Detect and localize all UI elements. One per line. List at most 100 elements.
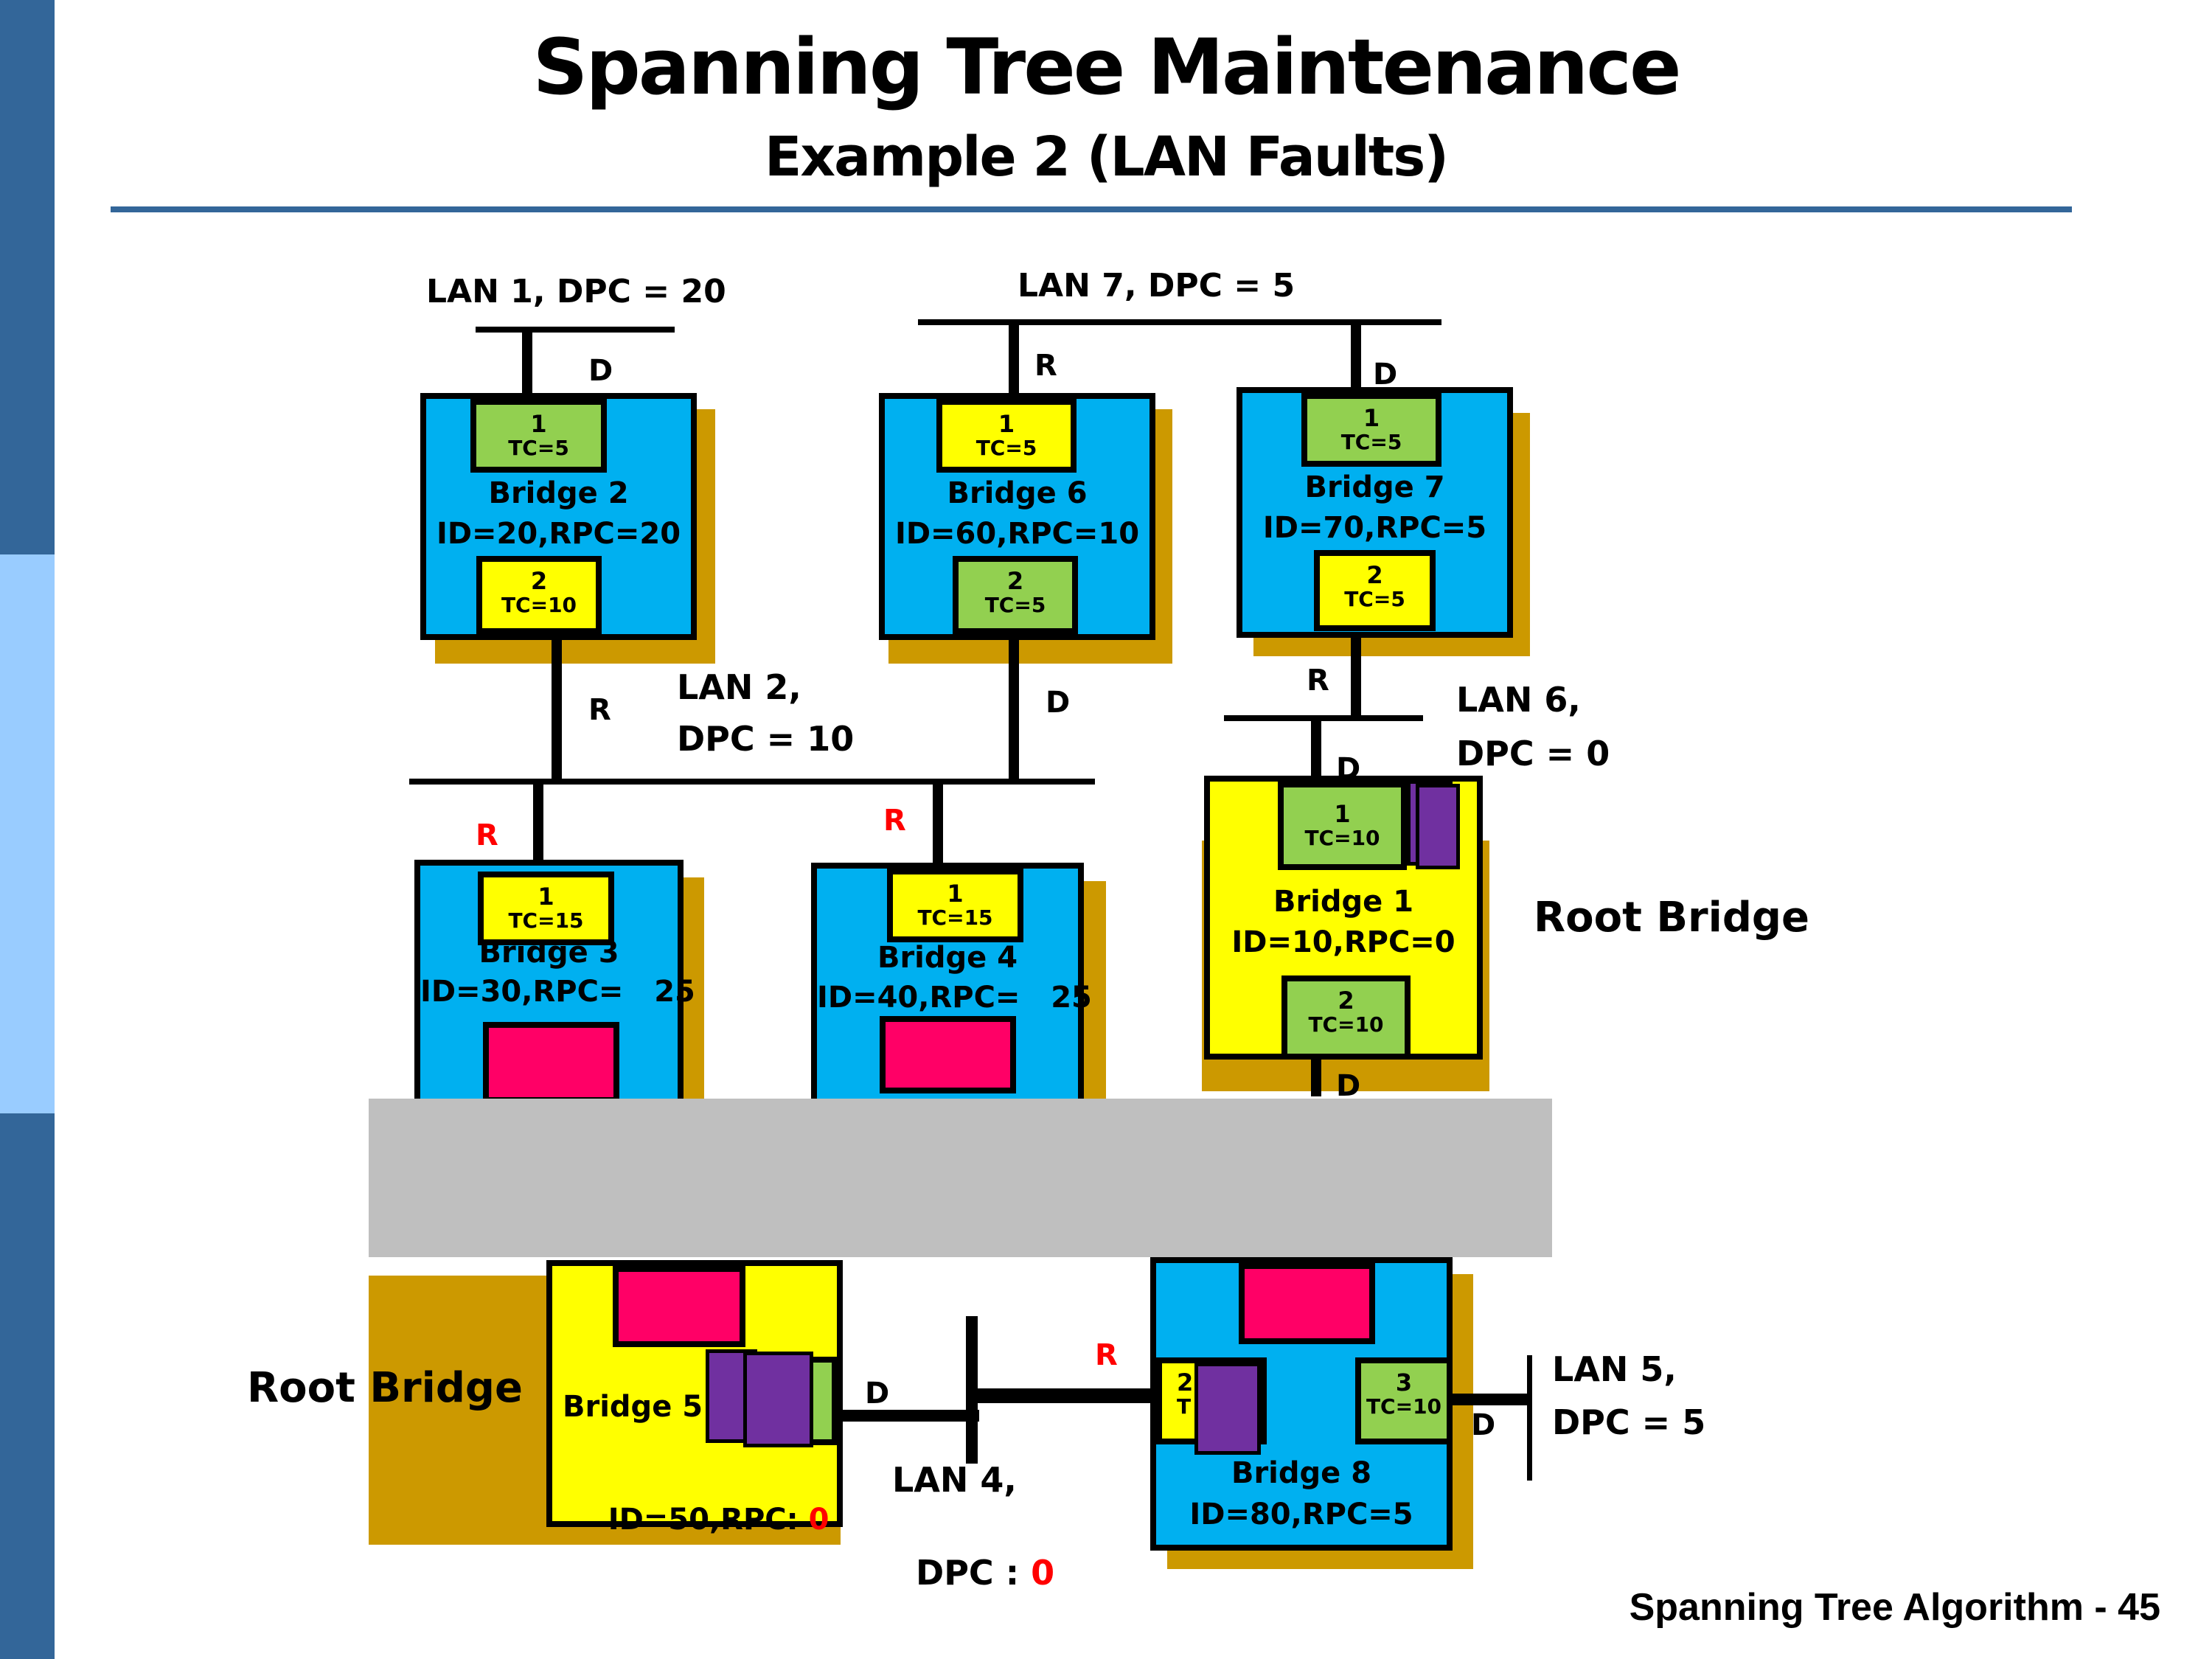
lan4-label-line1: LAN 4, — [892, 1460, 1017, 1500]
b6-port-1[interactable]: 1 TC=5 — [936, 399, 1077, 473]
lan2-label-line1: LAN 2, — [677, 667, 801, 707]
b2-name: Bridge 2 — [488, 476, 629, 510]
b5-root-marker-icon — [743, 1352, 813, 1447]
port-tc: TC=15 — [508, 908, 584, 933]
b5-info-prefix: ID=50,RPC: — [608, 1503, 809, 1537]
b2-port-2[interactable]: 2 TC=10 — [476, 556, 602, 634]
lan2-label-line2: DPC = 10 — [677, 719, 855, 759]
b5-info: ID=50,RPC: 0 — [567, 1469, 852, 1571]
b5-lan4-link — [838, 1410, 979, 1422]
b3-port-failed[interactable] — [483, 1022, 619, 1103]
lan2-segment — [409, 779, 1095, 785]
b1-port-2[interactable]: 2 TC=10 — [1281, 975, 1411, 1060]
port-tc: TC=10 — [1308, 1012, 1384, 1037]
lan5-label-line2: DPC = 5 — [1552, 1402, 1706, 1442]
b8-p3-role: D — [1471, 1408, 1496, 1442]
lan1-segment — [476, 327, 675, 333]
slide-footer: Spanning Tree Algorithm - 45 — [1629, 1586, 2160, 1629]
bridge-5[interactable]: Bridge 5 ID=50,RPC: 0 — [546, 1260, 843, 1537]
lan4-dpc-value: 0 — [1031, 1553, 1055, 1593]
port-tc: TC=5 — [1340, 429, 1402, 454]
slide-title: Spanning Tree Maintenance — [532, 22, 1681, 112]
lan5-label-line1: LAN 5, — [1552, 1349, 1677, 1389]
port-tc: TC=5 — [1344, 586, 1405, 611]
b5-port-failed[interactable] — [613, 1266, 745, 1347]
b6-p1-role: R — [1034, 349, 1057, 383]
port-tc: TC=10 — [1304, 825, 1380, 850]
port-number: 3 — [1395, 1368, 1413, 1397]
port-number: 1 — [1363, 404, 1380, 432]
port-tc: TC=15 — [917, 905, 993, 930]
b1-p1-link — [1311, 718, 1321, 783]
b7-p1-role: D — [1373, 358, 1398, 392]
lan6-label-line2: DPC = 0 — [1456, 734, 1610, 773]
sidebar-top — [0, 0, 55, 554]
lan4-segment — [966, 1316, 978, 1464]
b4-info: ID=40,RPC= 25 — [817, 981, 1092, 1015]
port-tc: TC=5 — [975, 435, 1037, 460]
b7-p2-link — [1351, 638, 1361, 719]
b7-port-2[interactable]: 2 TC=5 — [1314, 550, 1436, 631]
b7-p2-role: R — [1307, 664, 1329, 698]
port-tc: TC=10 — [1366, 1394, 1442, 1419]
port-number: 1 — [530, 410, 547, 438]
b6-p2-role: D — [1046, 686, 1071, 720]
lan5-segment — [1527, 1355, 1532, 1481]
b3-name: Bridge 3 — [479, 936, 619, 970]
sidebar-middle — [0, 554, 55, 1113]
b2-p1-role: D — [588, 354, 613, 388]
bridge-8[interactable]: 2 T 3 TC=10 Bridge 8 ID=80,RPC=5 — [1150, 1257, 1453, 1551]
b2-port-1[interactable]: 1 TC=5 — [470, 399, 607, 473]
b8-lan5-link — [1447, 1394, 1529, 1405]
port-number: 1 — [1334, 800, 1351, 828]
b8-port-3[interactable]: 3 TC=10 — [1355, 1357, 1453, 1444]
b7-name: Bridge 7 — [1304, 470, 1445, 504]
b1-root-label: Root Bridge — [1534, 894, 1809, 942]
bridge-7[interactable]: 1 TC=5 Bridge 7 ID=70,RPC=5 2 TC=5 — [1237, 387, 1513, 638]
faulty-lan-overlay — [369, 1099, 1552, 1257]
b5-name: Bridge 5 — [563, 1390, 703, 1424]
port-number: 2 — [1366, 561, 1383, 589]
b4-p1-link — [933, 782, 943, 863]
b4-port-1[interactable]: 1 TC=15 — [887, 869, 1023, 942]
b8-p2-role: R — [1095, 1338, 1118, 1372]
b2-info: ID=20,RPC=20 — [436, 517, 681, 551]
bridge-6[interactable]: 1 TC=5 Bridge 6 ID=60,RPC=10 2 TC=5 — [879, 393, 1155, 640]
b6-port-2[interactable]: 2 TC=5 — [953, 556, 1078, 634]
b6-info: ID=60,RPC=10 — [894, 517, 1140, 551]
b6-name: Bridge 6 — [947, 476, 1088, 510]
b7-p1-link — [1351, 322, 1361, 403]
bridge-2[interactable]: 1 TC=5 Bridge 2 ID=20,RPC=20 2 TC=10 — [420, 393, 697, 640]
b7-port-1[interactable]: 1 TC=5 — [1301, 393, 1441, 467]
bridge-3[interactable]: 1 TC=15 Bridge 3 ID=30,RPC= 25 — [414, 860, 695, 1118]
port-tc: TC=10 — [501, 592, 577, 617]
lan7-label: LAN 7, DPC = 5 — [1018, 267, 1295, 305]
b1-p2-role: D — [1336, 1069, 1361, 1103]
b1-port-1[interactable]: 1 TC=10 — [1278, 782, 1407, 870]
port-tc: TC=5 — [508, 435, 569, 460]
title-divider — [111, 206, 2072, 212]
b1-name: Bridge 1 — [1273, 885, 1414, 919]
b8-root-marker-icon — [1194, 1363, 1261, 1455]
b1-p2-link — [1311, 1060, 1321, 1096]
b2-p2-link — [552, 640, 562, 780]
b3-port-1[interactable]: 1 TC=15 — [478, 872, 614, 945]
b4-port-failed[interactable] — [880, 1016, 1016, 1093]
port-number: 2 — [1006, 567, 1024, 595]
port-number: 2 — [1177, 1368, 1194, 1397]
sidebar-bottom — [0, 1113, 55, 1659]
b6-p2-link — [1009, 640, 1019, 780]
bridge-4[interactable]: 1 TC=15 Bridge 4 ID=40,RPC= 25 — [811, 863, 1092, 1115]
port-tc: T — [1177, 1394, 1192, 1419]
b8-port-failed[interactable] — [1239, 1263, 1375, 1344]
b5-rpc-value: 0 — [808, 1503, 830, 1537]
b8-name: Bridge 8 — [1231, 1456, 1372, 1490]
b3-p1-link — [533, 782, 543, 863]
b1-root-marker-icon — [1416, 784, 1460, 869]
b2-p1-link — [522, 328, 532, 409]
b6-p1-link — [1009, 322, 1019, 407]
port-number: 1 — [998, 410, 1015, 438]
slide-subtitle: Example 2 (LAN Faults) — [764, 125, 1449, 189]
port-number: 2 — [1338, 987, 1354, 1015]
b4-p1-role: R — [883, 804, 906, 838]
